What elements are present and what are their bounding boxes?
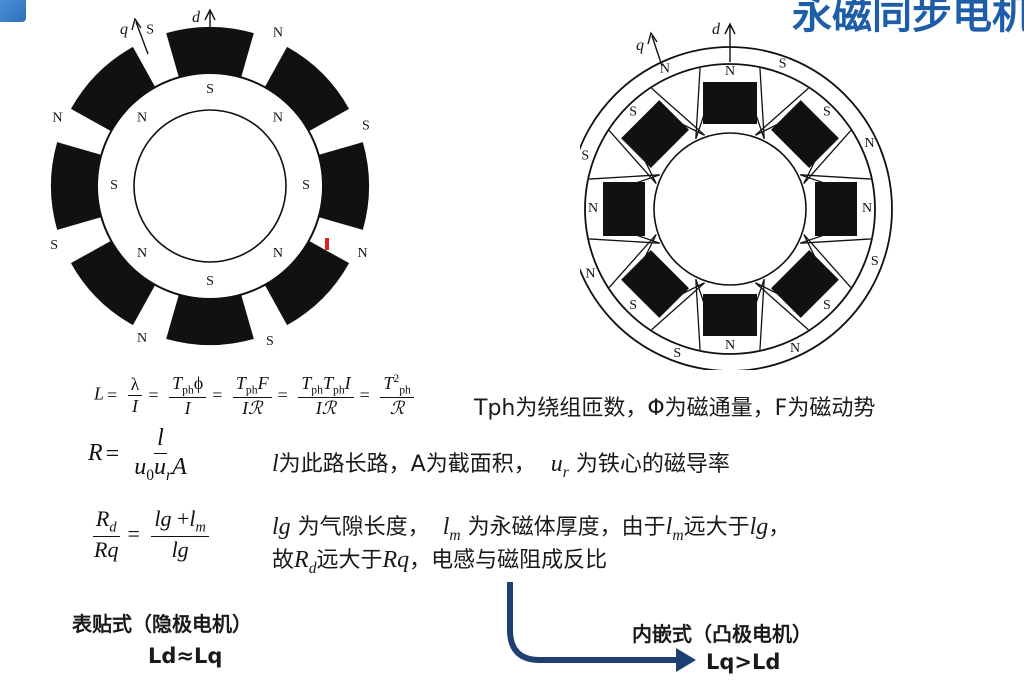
surface-magnet (264, 46, 350, 132)
interior-magnets (603, 82, 857, 336)
q-axis-label: q (636, 37, 644, 54)
stator-gap-label: S (581, 149, 589, 164)
magnet-inner-pole-label: S (206, 82, 214, 97)
flux-barrier-line (589, 174, 661, 244)
surface-magnet (318, 142, 369, 230)
surface-magnets (51, 26, 369, 345)
stator-gap-label: S (779, 57, 787, 72)
stator-gap-label: N (865, 136, 875, 151)
rotor-pole-label: N (862, 201, 872, 216)
flux-barrier-line (695, 278, 765, 350)
interior-magnet (621, 100, 689, 168)
surface-magnet (51, 142, 102, 230)
slide-title-fragment: 永磁同步电机 (792, 0, 1024, 38)
magnet-inner-pole-label: N (273, 110, 283, 125)
interior-magnet (603, 182, 645, 236)
interior-magnet (703, 82, 757, 124)
stator-gap-label: S (673, 346, 681, 361)
rotor-pole-label: N (588, 201, 598, 216)
slide-corner-mark (0, 0, 26, 22)
surface-mount-relation: Ld≈Lq (148, 644, 223, 668)
interior-magnet (621, 250, 689, 318)
surface-mount-motor-diagram: N S N S N S N S S N S N S N S N d q (50, 8, 370, 349)
d-axis-label: d (712, 21, 721, 38)
q-axis-arrow (135, 21, 149, 55)
d-axis-label: d (192, 9, 201, 26)
rotor-pole-label: S (823, 104, 831, 119)
flux-barriers (589, 68, 871, 350)
flux-barrier-line (754, 233, 852, 331)
magnet-outer-pole-label: S (362, 118, 370, 133)
surface-magnet (264, 240, 350, 326)
surface-magnet (166, 26, 254, 78)
rotor-pole-label: S (823, 298, 831, 313)
rotor-pole-label: N (725, 338, 735, 353)
rotor-outer-circle (96, 72, 324, 300)
magnet-outer-pole-label: N (273, 26, 283, 41)
flux-barrier-line (799, 174, 871, 244)
flux-barrier-line (608, 233, 706, 331)
interior-magnet (703, 294, 757, 336)
d-axis-arrowhead (204, 8, 216, 21)
rotor-pole-label: N (725, 64, 735, 79)
flux-barrier-line (608, 87, 706, 185)
surface-magnet (166, 294, 254, 345)
interior-magnet (771, 100, 839, 168)
rotor-pole-label: S (629, 298, 637, 313)
inductance-description: Tph为绕组匝数，Φ为磁通量，F为磁动势 (474, 396, 876, 421)
surface-mount-type-label: 表贴式（隐极电机） (72, 612, 252, 636)
stator-gap-label: N (790, 341, 800, 356)
q-axis-arrowhead (647, 31, 658, 45)
magnet-inner-pole-label: S (110, 178, 118, 193)
magnet-inner-pole-label: N (137, 246, 147, 261)
interior-relation: Lq>Ld (706, 650, 781, 674)
ratio-description-line1: lg 为气隙长度， lm 为永磁体厚度，由于lm远大于lg， (272, 514, 791, 544)
surface-magnet (70, 240, 156, 326)
reluctance-description: l为此路长路，A为截面积， ur 为铁心的磁导率 (272, 446, 730, 482)
interior-magnet (815, 182, 857, 236)
stator-gap-label: N (660, 62, 670, 77)
red-marker (325, 238, 329, 250)
magnet-outer-pole-label: S (146, 22, 154, 37)
d-axis-arrowhead (724, 22, 736, 35)
interior-type-label: 内嵌式（凸极电机） (632, 622, 812, 646)
magnet-outer-pole-label: S (266, 334, 274, 349)
rotor-inner-circle (133, 109, 287, 263)
q-axis-label: q (120, 21, 128, 38)
stator-gap-label: N (585, 266, 595, 281)
reluctance-desc-part2: 为铁心的磁导率 (575, 452, 730, 477)
length-symbol: l (272, 451, 279, 477)
interior-magnet-motor-diagram: N S N S N S N S S N S N S N S N d q (580, 21, 893, 370)
magnet-inner-pole-label: S (206, 274, 214, 289)
rotor-outer-circle (584, 63, 876, 355)
transition-arrow (507, 582, 696, 672)
rotor-pole-label: S (629, 104, 637, 119)
q-axis-arrowhead (131, 17, 142, 31)
rotor-inner-circle (653, 132, 807, 286)
arrow-head (676, 648, 696, 672)
magnet-outer-pole-label: N (137, 331, 147, 346)
stator-gap-label: S (871, 254, 879, 269)
permeability-symbol: ur (550, 451, 569, 481)
magnet-outer-pole-label: N (357, 246, 367, 261)
flux-barrier-line (695, 68, 765, 140)
surface-magnet (70, 46, 156, 132)
magnet-outer-pole-label: S (50, 238, 58, 253)
magnet-inner-pole-label: S (302, 178, 310, 193)
magnet-outer-pole-label: N (52, 110, 62, 125)
interior-magnet (771, 250, 839, 318)
flux-barrier-line (754, 87, 852, 185)
ratio-description-line2: 故Rd远大于Rq，电感与磁阻成反比 (272, 547, 608, 577)
reluctance-desc-part1: 为此路长路，A为截面积， (278, 452, 536, 477)
magnet-inner-pole-label: N (273, 246, 283, 261)
magnet-inner-pole-label: N (137, 110, 147, 125)
q-axis-arrow (651, 35, 663, 67)
